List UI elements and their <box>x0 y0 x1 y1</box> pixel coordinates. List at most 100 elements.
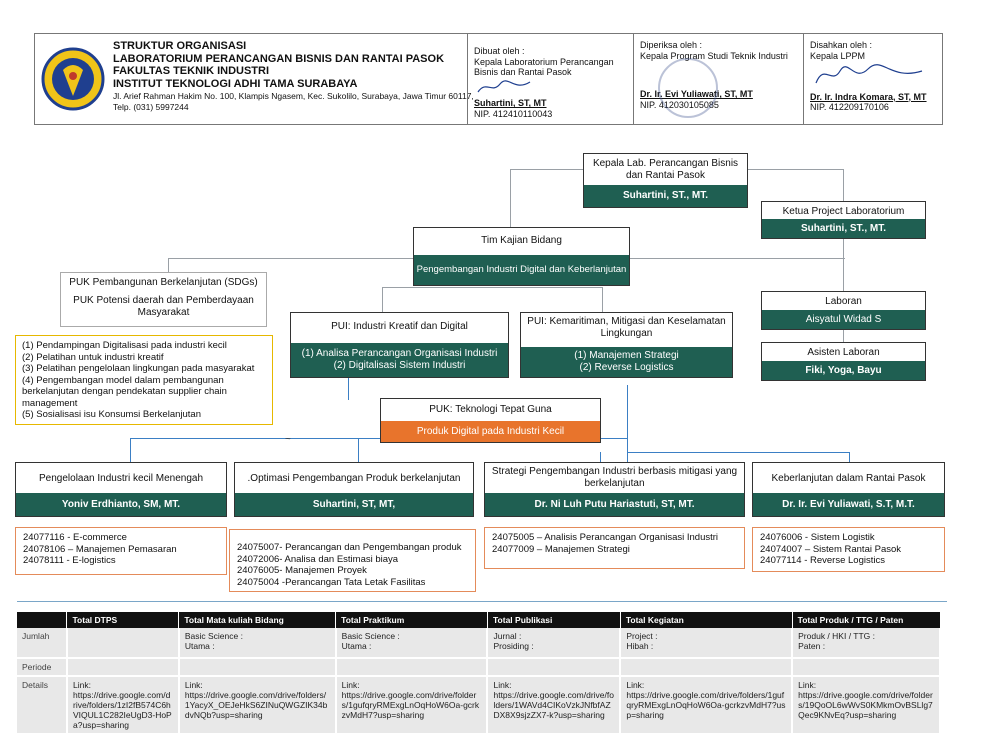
pui2-item: (1) Manajemen Strategi <box>574 350 679 361</box>
group-courses: 24076006 - Sistem Logistik 24074007 – Si… <box>752 527 945 572</box>
document-title: STRUKTUR ORGANISASI LABORATORIUM PERANCA… <box>113 40 493 90</box>
group-card: Keberlanjutan dalam Rantai Pasok Dr. Ir.… <box>752 462 945 517</box>
tilde-mark: ~ <box>285 434 291 445</box>
link-cell[interactable]: Link: https://drive.google.com/drive/fol… <box>66 676 180 735</box>
link-cell[interactable]: Link: https://drive.google.com/drive/fol… <box>178 676 337 735</box>
connector <box>627 385 628 463</box>
course-item: 24076006 - Sistem Logistik <box>760 532 875 543</box>
org-asisten: Asisten Laboran Fiki, Yoga, Bayu <box>761 342 926 381</box>
list-item: (3) Pelatihan pengelolaan lingkungan pad… <box>22 363 255 374</box>
org-project-lead: Ketua Project Laboratorium Suhartini, ST… <box>761 201 926 239</box>
sig-nip: NIP. 412410110043 <box>474 108 553 119</box>
connector <box>382 287 383 312</box>
connector <box>348 378 349 400</box>
group-card: .Optimasi Pengembangan Produk berkelanju… <box>234 462 474 517</box>
pui1-item: (1) Analisa Perancangan Organisasi Indus… <box>301 348 498 359</box>
column-header: Total Praktikum <box>335 612 488 628</box>
group-lead: Dr. Ir. Evi Yuliawati, S.T, M.T. <box>753 493 944 516</box>
connector <box>600 452 601 462</box>
course-item: 24072006- Analisa dan Estimasi biaya <box>237 553 399 565</box>
table-cell <box>792 658 941 677</box>
divider <box>17 601 947 602</box>
sig-role: Kepala Laboratorium Perancangan Bisnis d… <box>474 56 614 78</box>
link-cell[interactable]: Link: https://drive.google.com/drive/fol… <box>487 676 622 735</box>
asisten-name: Fiki, Yoga, Bayu <box>762 361 925 380</box>
row-label: Details <box>17 676 68 735</box>
sig-name: Suhartini, ST, MT <box>474 98 547 108</box>
org-kajian: Tim Kajian Bidang Pengembangan Industri … <box>413 227 630 286</box>
column-header: Total Kegiatan <box>620 612 793 628</box>
table-cell: Project : Hibah : <box>620 628 794 659</box>
column-header: Total Produk / TTG / Paten <box>792 612 941 628</box>
link-cell[interactable]: Link: https://drive.google.com/drive/fol… <box>792 676 941 735</box>
table-cell <box>66 628 180 659</box>
connector <box>843 239 844 291</box>
link-cell[interactable]: Link: https://drive.google.com/drive/fol… <box>335 676 489 735</box>
group-lead: Yoniv Erdhianto, SM, MT. <box>16 493 226 516</box>
course-item: 24075004 -Perancangan Tata Letak Fasilit… <box>237 576 426 588</box>
title-line: STRUKTUR ORGANISASI <box>113 40 247 52</box>
connector <box>627 452 849 453</box>
sig-role: Kepala LPPM <box>810 50 866 61</box>
table-cell <box>620 658 794 677</box>
connector <box>382 287 602 288</box>
list-item: (1) Pendampingan Digitalisasi pada indus… <box>22 340 227 351</box>
signature-scribble <box>477 79 531 92</box>
table-cell: Basic Science : Utama : <box>335 628 489 659</box>
connector <box>130 438 627 439</box>
connector <box>168 258 169 272</box>
list-item: (4) Pengembangan model dalam pembangunan… <box>22 374 227 409</box>
sig-role: Kepala Program Studi Teknik Industri <box>640 50 788 61</box>
table-row: Details Link: https://drive.google.com/d… <box>17 676 941 735</box>
signature-made-by: Dibuat oleh : Kepala Laboratorium Peranc… <box>467 34 633 124</box>
group-courses: 24075005 – Analisis Perancangan Organisa… <box>484 527 745 569</box>
list-item: (5) Sosialisasi isu Konsumsi Berkelanjut… <box>22 409 201 420</box>
pui1-title: PUI: Industri Kreatif dan Digital <box>331 321 468 332</box>
summary-table: Total DTPS Total Mata kuliah Bidang Tota… <box>17 612 941 735</box>
group-title: Keberlanjutan dalam Rantai Pasok <box>771 473 926 484</box>
table-cell: Jurnal : Prosiding : <box>487 628 622 659</box>
project-title: Ketua Project Laboratorium <box>782 206 905 217</box>
column-header: Total DTPS <box>66 612 180 628</box>
pui1-item: (2) Digitalisasi Sistem Industri <box>333 360 466 371</box>
stamp <box>658 58 718 118</box>
row-label: Periode <box>17 658 68 677</box>
asisten-title: Asisten Laboran <box>807 347 880 358</box>
kajian-sub: Pengembangan Industri Digital dan Keberl… <box>414 255 629 285</box>
course-item: 24078106 – Manajemen Pemasaran <box>23 543 177 555</box>
kajian-title: Tim Kajian Bidang <box>481 235 562 246</box>
connector <box>358 438 359 462</box>
ttg-sub: Produk Digital pada Industri Kecil <box>381 421 600 442</box>
connector <box>510 169 511 227</box>
connector <box>630 258 845 259</box>
table-cell <box>66 658 180 677</box>
course-item: 24078111 - E-logistics <box>23 555 116 566</box>
course-item: 24077009 – Manajemen Strategi <box>492 543 630 555</box>
org-laboran: Laboran Aisyatul Widad S <box>761 291 926 330</box>
ttg-title: PUK: Teknologi Tepat Guna <box>429 404 552 415</box>
table-header-row: Total DTPS Total Mata kuliah Bidang Tota… <box>17 612 941 628</box>
table-row: Periode <box>17 658 941 677</box>
sig-label: Diperiksa oleh : <box>640 40 703 50</box>
column-header: Total Publikasi <box>487 612 621 628</box>
org-head-title: Kepala Lab. Perancangan Bisnis dan Ranta… <box>592 158 739 181</box>
column-header: Total Mata kuliah Bidang <box>178 612 337 628</box>
group-lead: Dr. Ni Luh Putu Hariastuti, ST, MT. <box>485 493 744 516</box>
course-item: 24075007- Perancangan dan Pengembangan p… <box>237 542 462 553</box>
signature-checked-by: Diperiksa oleh : Kepala Program Studi Te… <box>633 34 803 124</box>
table-cell <box>335 658 489 677</box>
org-head: Kepala Lab. Perancangan Bisnis dan Ranta… <box>583 153 748 208</box>
table-cell <box>487 658 622 677</box>
connector <box>510 169 583 170</box>
institution-logo <box>41 40 105 118</box>
group-card: Pengelolaan Industri kecil Menengah Yoni… <box>15 462 227 517</box>
puk-program-list: (1) Pendampingan Digitalisasi pada indus… <box>15 335 273 425</box>
table-row: Jumlah Basic Science : Utama : Basic Sci… <box>17 628 941 659</box>
group-title: .Optimasi Pengembangan Produk berkelanju… <box>247 473 461 484</box>
document-header: STRUKTUR ORGANISASI LABORATORIUM PERANCA… <box>34 33 943 125</box>
title-line: LABORATORIUM PERANCANGAN BISNIS DAN RANT… <box>113 52 445 65</box>
group-title: Strategi Pengembangan Industri berbasis … <box>491 466 738 489</box>
link-cell[interactable]: Link: https://drive.google.com/drive/fol… <box>620 676 794 735</box>
sig-label: Dibuat oleh : <box>474 46 525 56</box>
table-cell <box>178 658 337 677</box>
